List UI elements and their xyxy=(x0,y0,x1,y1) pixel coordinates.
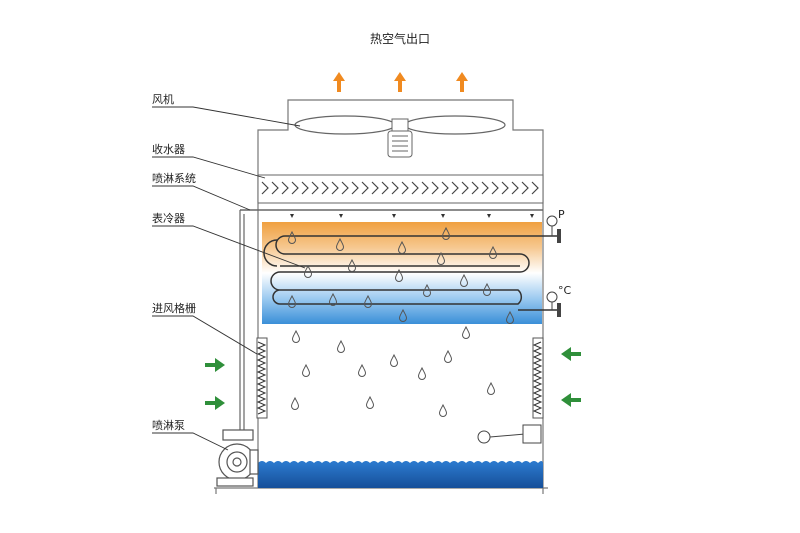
float-valve xyxy=(477,424,542,444)
leader-lines xyxy=(152,106,306,451)
water-drop-icon xyxy=(358,364,366,377)
water-drop-icon xyxy=(418,367,426,380)
drift-eliminator xyxy=(257,174,544,204)
water-basin xyxy=(258,461,543,488)
water-drop-icon xyxy=(439,404,447,417)
spray-pump xyxy=(216,429,259,487)
cooler-coil-label: 表冷器 xyxy=(152,211,185,225)
fan xyxy=(294,115,506,158)
water-drop-icon xyxy=(302,364,310,377)
inlet-louver-right xyxy=(532,337,544,419)
spray-system xyxy=(239,209,543,440)
water-drop-icon xyxy=(291,397,299,410)
inlet-air-arrows xyxy=(205,347,581,410)
fan-label: 风机 xyxy=(152,92,174,106)
left-arrow-icon xyxy=(561,347,581,361)
up-arrow-icon xyxy=(456,72,468,92)
water-drop-icon xyxy=(462,326,470,339)
left-arrow-icon xyxy=(561,393,581,407)
pressure-gauge: P xyxy=(546,208,565,243)
svg-text:P: P xyxy=(558,208,565,221)
water-drop-icon xyxy=(487,382,495,395)
up-arrow-icon xyxy=(333,72,345,92)
water-drop-icon xyxy=(366,396,374,409)
temperature-gauge: °C xyxy=(546,284,572,317)
spray-system-label: 喷淋系统 xyxy=(152,172,196,185)
cooler-coil xyxy=(262,222,560,324)
exhaust-arrows xyxy=(333,72,468,92)
water-drop-icon xyxy=(444,350,452,363)
motor-icon xyxy=(387,130,413,158)
water-drop-icon xyxy=(390,354,398,367)
inlet-louver-label: 进风格栅 xyxy=(152,301,196,315)
water-drop-icon xyxy=(337,340,345,353)
water-drop-icon xyxy=(292,330,300,343)
spray-pump-label: 喷淋泵 xyxy=(152,419,185,432)
up-arrow-icon xyxy=(394,72,406,92)
right-arrow-icon xyxy=(205,358,225,372)
right-arrow-icon xyxy=(205,396,225,410)
hot-air-outlet-label: 热空气出口 xyxy=(370,31,430,46)
svg-text:°C: °C xyxy=(558,284,572,297)
drift-eliminator-label: 收水器 xyxy=(152,142,185,156)
inlet-louver-left xyxy=(256,337,268,419)
